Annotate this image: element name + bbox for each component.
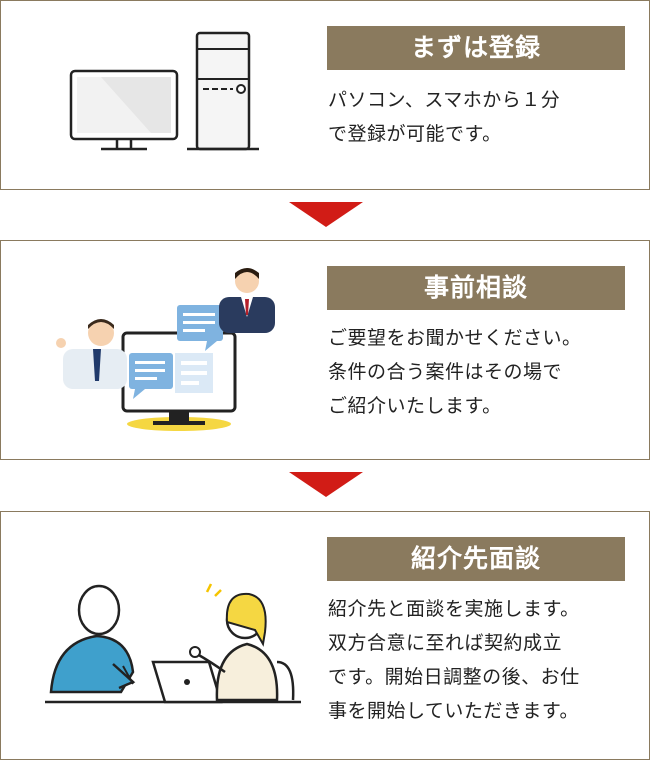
down-arrow-icon: [289, 472, 363, 497]
step-description: ご要望をお聞かせください。 条件の合う案件はその場で ご紹介いたします。: [328, 327, 582, 417]
step-interview: 紹介先面談 紹介先と面談を実施します。 双方合意に至れば契約成立 です。開始日調…: [0, 511, 650, 760]
video-consultation-icon: [56, 268, 275, 431]
meeting-icon: [45, 583, 301, 704]
step-consultation: 事前相談 ご要望をお聞かせください。 条件の合う案件はその場で ご紹介いたします…: [0, 240, 650, 460]
down-arrow-icon: [289, 202, 363, 227]
step-register: まずは登録 パソコン、スマホから１分 で登録が可能です。: [0, 0, 650, 190]
step-description: 紹介先と面談を実施します。 双方合意に至れば契約成立 です。開始日調整の後、お仕…: [328, 598, 580, 722]
step-title: 事前相談: [327, 266, 625, 310]
step-title: 紹介先面談: [327, 537, 625, 581]
step-description: パソコン、スマホから１分 で登録が可能です。: [328, 89, 561, 145]
desktop-pc-icon: [69, 31, 259, 151]
step-title: まずは登録: [327, 26, 625, 70]
